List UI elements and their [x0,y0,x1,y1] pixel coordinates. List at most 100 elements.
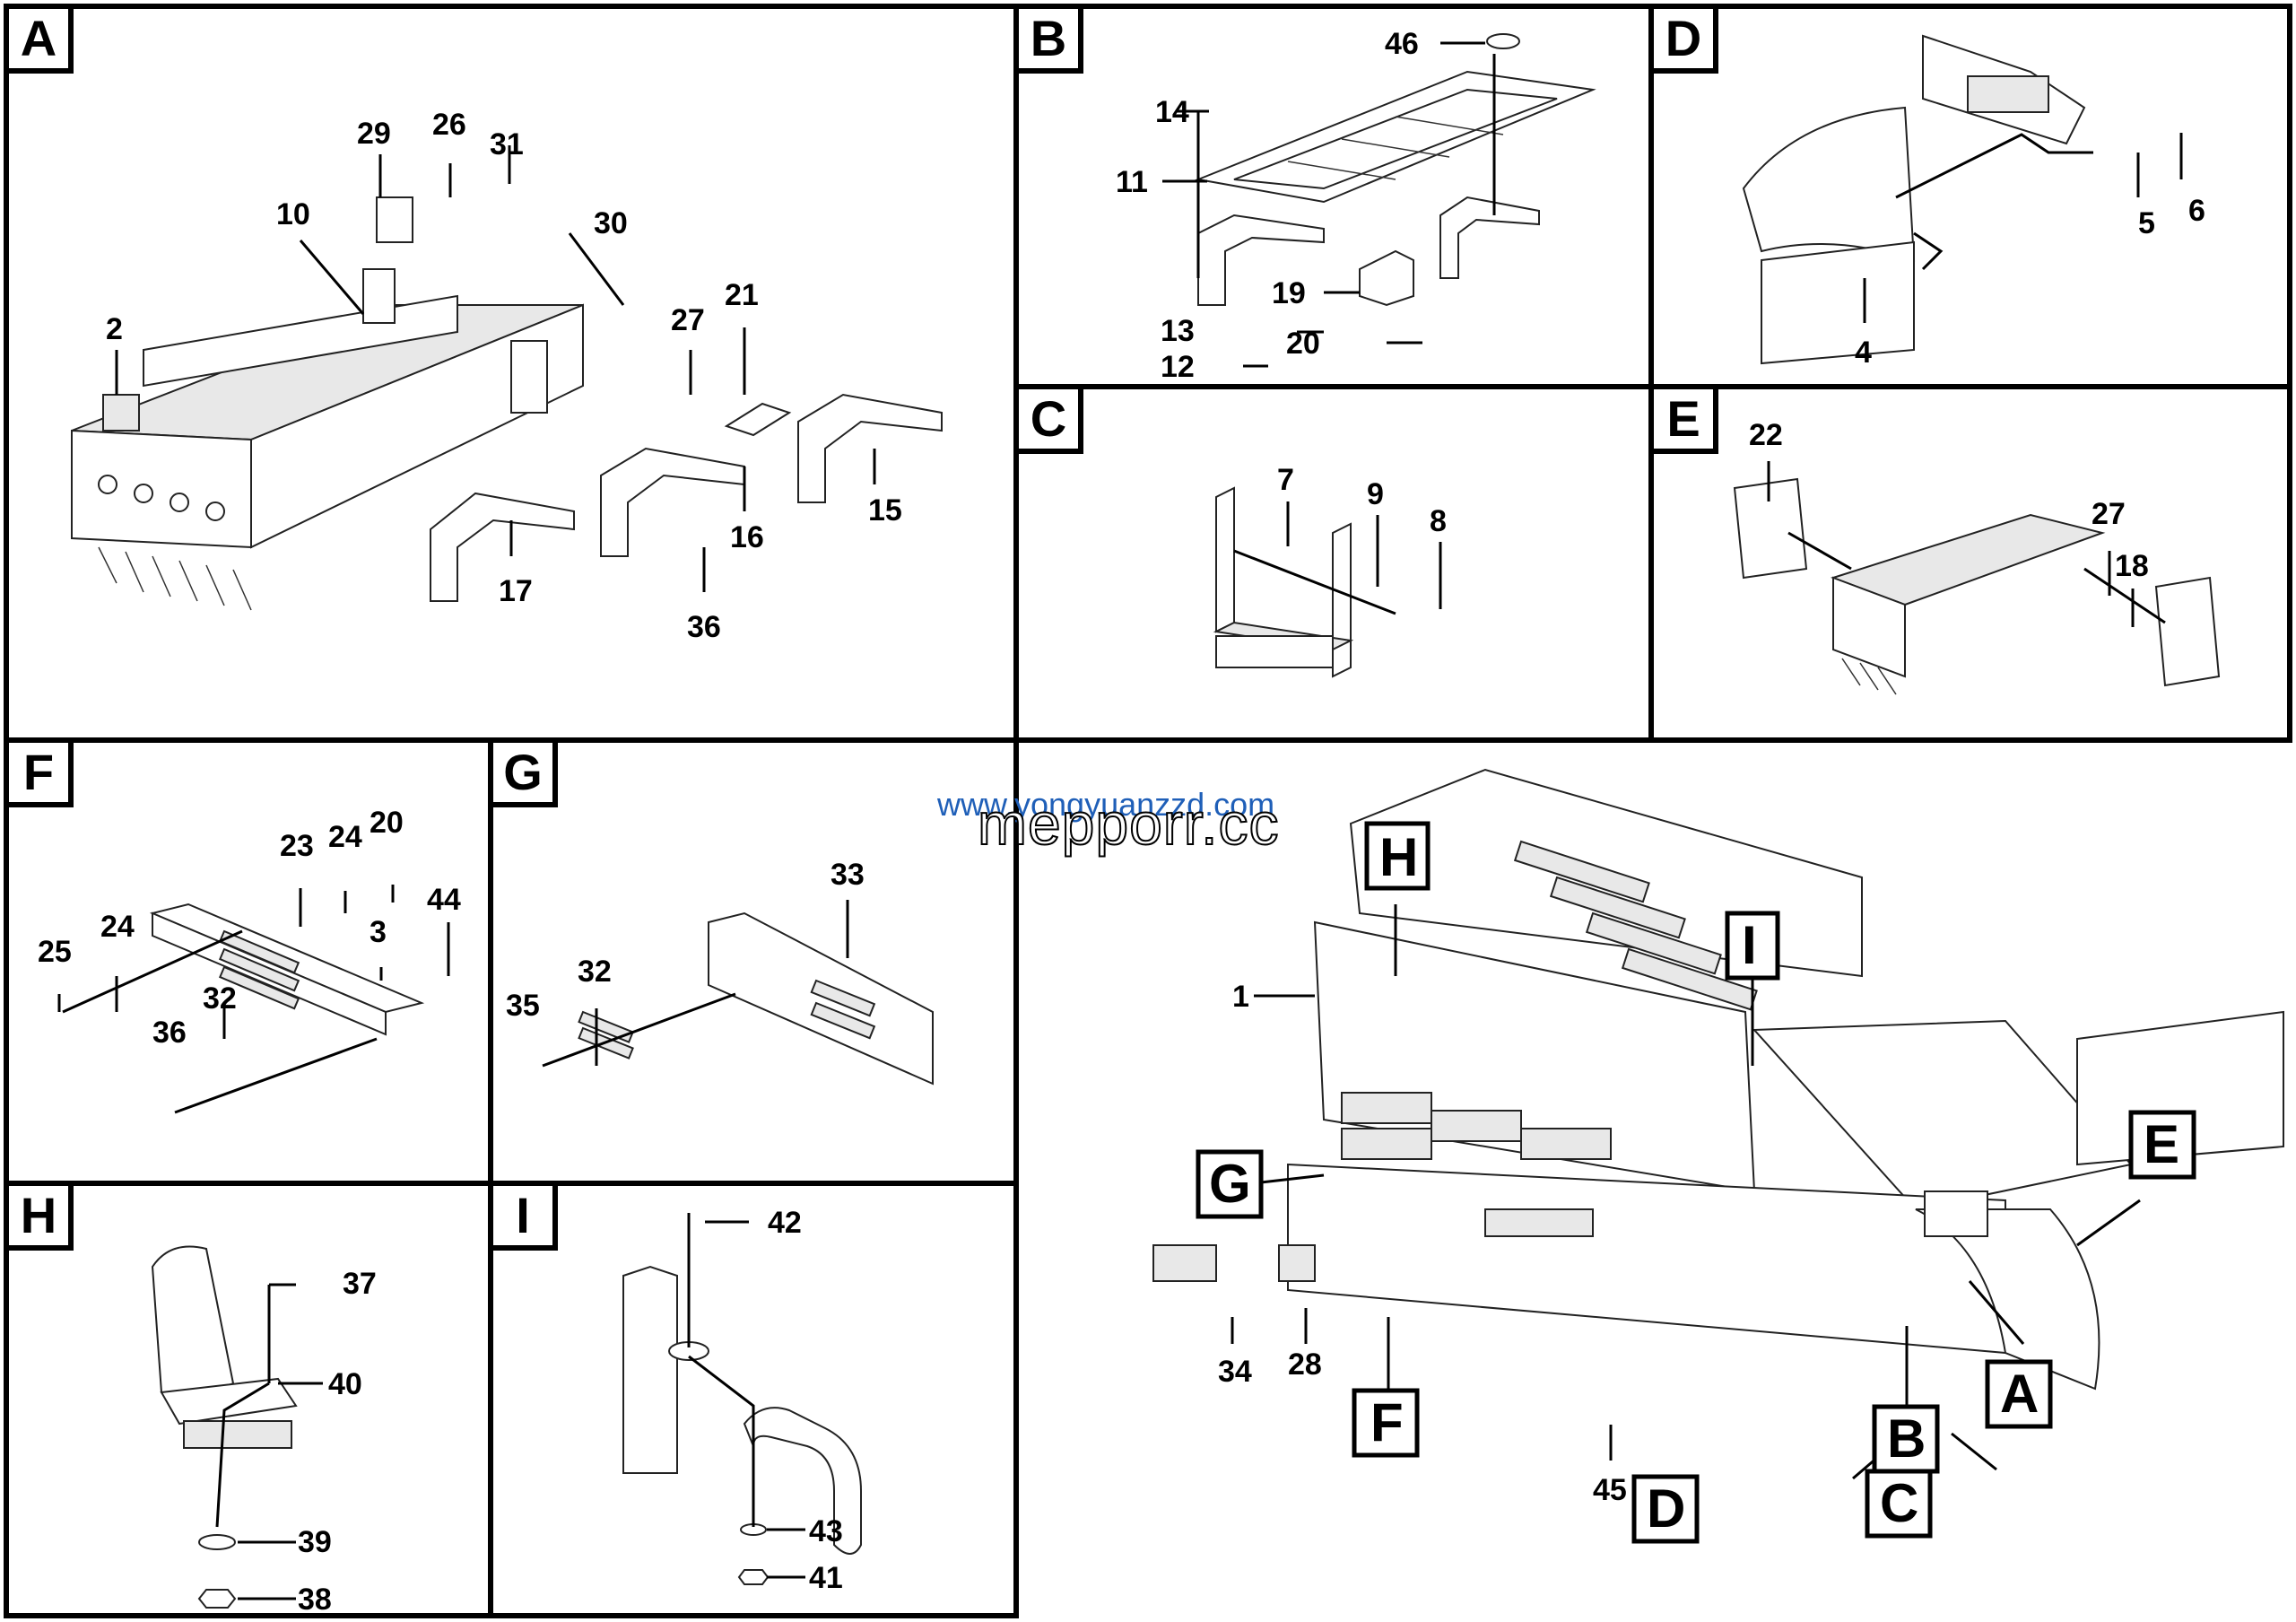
callout: 13 [1161,314,1195,348]
callout: 35 [506,989,540,1023]
callout: 20 [1286,327,1320,361]
panel-i: I 42 43 41 [488,1181,1019,1618]
platform-frame [1195,33,1596,307]
callout: 12 [1161,350,1195,384]
leader-lines [1863,133,2183,323]
callout: 2 [106,312,123,346]
panel-i-drawing: 42 43 41 [622,1206,862,1595]
callout: 30 [594,206,628,240]
callout: 16 [730,520,764,554]
view-label-g: G [1209,1154,1251,1214]
callouts-i: 42 43 41 [768,1206,843,1595]
panel-label-b: B [1019,9,1083,74]
mudguard [1742,34,2086,365]
view-label-f: F [1370,1392,1404,1452]
panel-a: A [4,4,1019,743]
leader-lines [1162,41,1496,368]
view-label-d: D [1647,1478,1685,1539]
callout: 17 [499,574,533,608]
panel-label-f: F [9,743,74,807]
panel-h: H 37 40 39 38 [4,1181,493,1618]
callout: 31 [490,127,524,161]
callouts-h: 37 40 39 38 [298,1267,377,1613]
frame-assembly [71,196,584,611]
leader-lines [1233,501,1442,615]
callout: 9 [1367,477,1384,511]
callout: 45 [1593,1473,1627,1507]
callout: 24 [328,820,362,854]
leader-lines [687,1213,805,1579]
handrail-post [622,1265,862,1585]
main-machine-view: 1 34 28 45 H I G E A B F D C [1152,768,2284,1544]
callout: 21 [725,278,759,312]
view-label-i: I [1742,915,1757,975]
watermark-url: www.yongyuanzzd.com [937,786,1275,823]
callout: 5 [2138,206,2155,240]
bracket-15 [724,393,943,503]
callout: 27 [671,303,705,337]
bracket-16 [600,447,745,557]
callout: 46 [1385,27,1419,61]
panel-e-drawing: 22 27 18 [1733,418,2221,695]
callout: 23 [280,829,314,863]
panel-e: E 22 27 18 [1648,384,2292,743]
callout: 43 [809,1514,843,1548]
view-label-h: H [1379,827,1418,887]
step-bracket [1213,486,1354,678]
callout: 34 [1218,1355,1252,1389]
leader-lines [1767,461,2166,627]
callouts-b: 46 14 11 19 13 20 12 [1116,27,1419,384]
panel-d-drawing: 5 6 4 [1742,34,2205,370]
view-label-b: B [1887,1408,1926,1469]
view-labels: H I G E A B F D C [1196,821,2196,1544]
callout: 33 [831,858,865,892]
callout: 24 [100,910,135,944]
leader-lines [542,900,849,1068]
callout: 32 [578,955,612,989]
panel-label-e: E [1654,389,1718,454]
callout: 38 [298,1583,332,1613]
callouts-a: 29 26 31 10 30 2 27 21 15 17 16 36 [106,108,902,644]
watermark-brand: mepporr.cc [977,789,1280,858]
panel-b: B 46 14 11 19 13 [1013,4,1654,389]
panel-label-a: A [9,9,74,74]
panel-b-drawing: 46 14 11 19 13 20 12 [1116,27,1596,384]
panel-label-c: C [1019,389,1083,454]
panel-f-drawing: 20 23 24 44 24 3 25 32 36 [38,806,461,1114]
panel-label-d: D [1654,9,1718,74]
callouts-main: 1 34 28 45 [1218,980,1627,1507]
callout: 4 [1855,336,1872,370]
callout: 19 [1272,276,1306,310]
bumper-bar [149,903,425,1036]
bracket-17 [430,492,575,602]
panel-g: G 33 32 35 [488,737,1019,1186]
callout: 15 [868,493,902,528]
panel-c-drawing: 7 9 8 [1213,463,1447,678]
callouts-c: 7 9 8 [1277,463,1447,538]
chassis-small [1733,477,2221,695]
view-label-c: C [1880,1473,1918,1533]
seat [151,1245,298,1609]
machine-body [1152,768,2284,1391]
panel-a-drawing: 29 26 31 10 30 2 27 21 15 17 16 36 [71,108,943,644]
callout: 36 [687,610,721,644]
panel-c: C 7 9 8 [1013,384,1654,743]
callout: 29 [357,117,391,151]
callout: 1 [1232,980,1249,1014]
callout: 39 [298,1525,332,1559]
panel-g-drawing: 33 32 35 [506,858,934,1086]
callout: 42 [768,1206,802,1240]
callout: 10 [276,197,310,231]
view-label-a: A [2000,1364,2039,1424]
callouts-d: 5 6 4 [1855,194,2205,370]
callout: 22 [1749,418,1783,452]
panel-label-i: I [493,1186,558,1251]
callout: 14 [1155,95,1189,129]
callout: 26 [432,108,466,142]
side-panel [578,911,934,1086]
callout: 32 [203,981,237,1016]
leader-lines [215,1283,323,1600]
callout: 8 [1430,504,1447,538]
view-label-e: E [2144,1114,2179,1174]
callouts-f: 20 23 24 44 24 3 25 32 36 [38,806,461,1050]
